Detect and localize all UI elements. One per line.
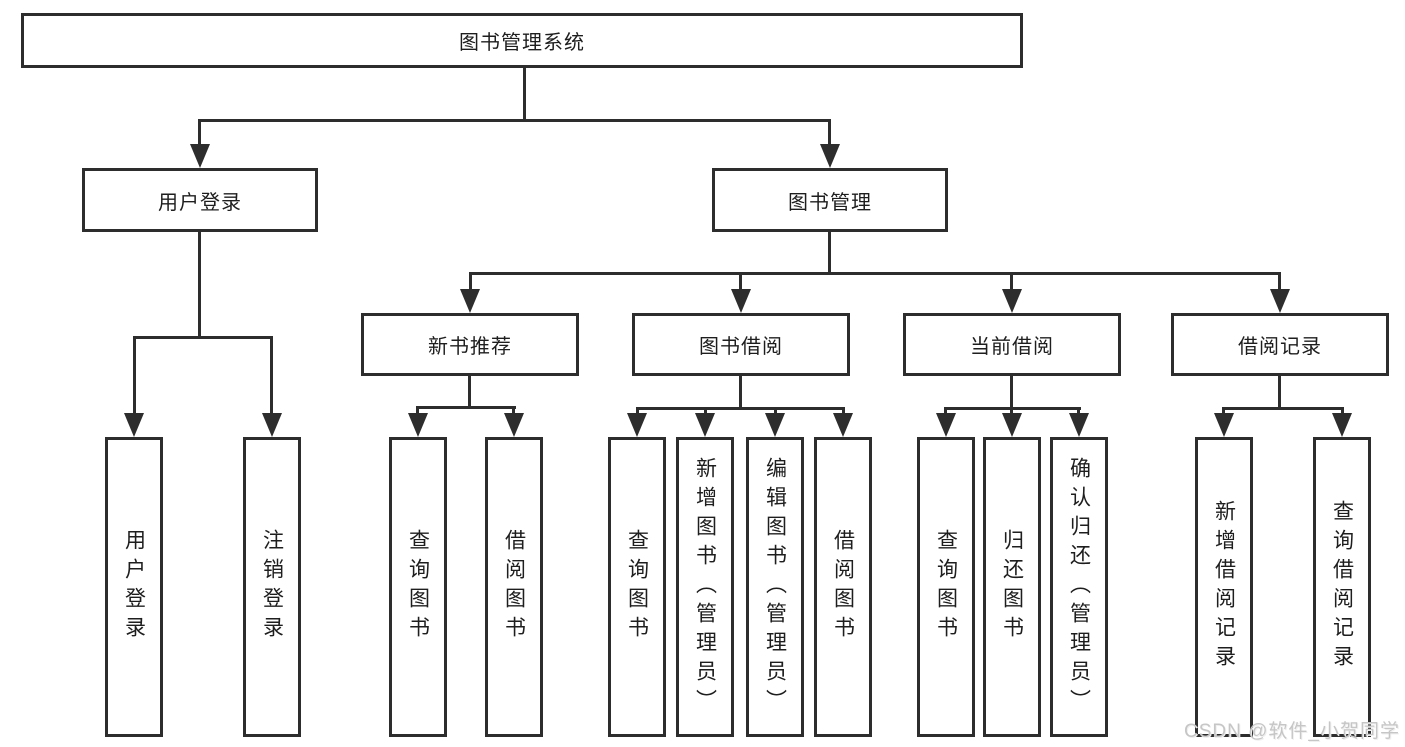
leaf-user-login: 用户登录: [105, 437, 163, 737]
connector: [1010, 407, 1013, 415]
node-label: 用户登录: [158, 191, 242, 214]
leaf-borrow-books: 借阅图书: [814, 437, 872, 737]
connector: [636, 407, 639, 415]
leaf-label: 归还图书: [1000, 529, 1024, 645]
leaf-label: 借阅图书: [502, 529, 526, 645]
leaf-label: 查询借阅记录: [1330, 500, 1354, 674]
connector: [416, 406, 516, 409]
arrow-down-icon: [765, 413, 785, 437]
node-user-login: 用户登录: [82, 168, 318, 232]
arrow-down-icon: [936, 413, 956, 437]
connector: [828, 119, 831, 146]
connector: [416, 406, 419, 415]
arrow-down-icon: [1214, 413, 1234, 437]
arrow-down-icon: [1332, 413, 1352, 437]
node-label: 借阅记录: [1238, 336, 1322, 358]
leaf-query-books-recommend: 查询图书: [389, 437, 447, 737]
arrow-down-icon: [408, 413, 428, 437]
connector: [468, 376, 471, 409]
leaf-label: 借阅图书: [831, 529, 855, 645]
connector: [469, 272, 1281, 275]
arrow-down-icon: [1002, 289, 1022, 313]
arrow-down-icon: [124, 413, 144, 437]
connector: [523, 68, 526, 119]
leaf-query-books-current: 查询图书: [917, 437, 975, 737]
connector: [198, 119, 201, 146]
node-borrow-records: 借阅记录: [1171, 313, 1389, 376]
connector: [1010, 376, 1013, 409]
connector: [774, 407, 777, 415]
connector: [512, 406, 515, 415]
connector: [270, 336, 273, 414]
leaf-logout-login: 注销登录: [243, 437, 301, 737]
connector: [944, 407, 947, 415]
connector: [198, 119, 831, 122]
arrow-down-icon: [1069, 413, 1089, 437]
leaf-confirm-return-admin: 确认归还（管理员）: [1050, 437, 1108, 737]
arrow-down-icon: [627, 413, 647, 437]
leaf-add-borrow-record: 新增借阅记录: [1195, 437, 1253, 737]
connector: [133, 336, 273, 339]
leaf-label: 注销登录: [260, 529, 284, 645]
connector: [739, 272, 742, 291]
leaf-query-books-borrow: 查询图书: [608, 437, 666, 737]
node-book-borrow: 图书借阅: [632, 313, 850, 376]
arrow-down-icon: [731, 289, 751, 313]
connector: [636, 407, 845, 410]
node-root-label: 图书管理系统: [459, 32, 585, 54]
connector: [1010, 272, 1013, 291]
connector: [1278, 376, 1281, 409]
leaf-label: 确认归还（管理员）: [1067, 456, 1091, 718]
leaf-label: 查询图书: [934, 529, 958, 645]
leaf-label: 新增图书（管理员）: [693, 456, 717, 718]
connector: [198, 232, 201, 336]
arrow-down-icon: [1270, 289, 1290, 313]
node-new-book-recommend: 新书推荐: [361, 313, 579, 376]
node-current-borrow: 当前借阅: [903, 313, 1121, 376]
connector: [1341, 407, 1344, 415]
csdn-watermark: CSDN @软件_小贺同学: [1184, 721, 1400, 742]
connector: [1222, 407, 1225, 415]
leaf-label: 查询图书: [406, 529, 430, 645]
connector: [1077, 407, 1080, 415]
connector: [828, 232, 831, 272]
connector: [842, 407, 845, 415]
node-label: 图书管理: [788, 191, 872, 214]
leaf-add-books-admin: 新增图书（管理员）: [676, 437, 734, 737]
connector: [469, 272, 472, 291]
node-label: 图书借阅: [699, 336, 783, 358]
connector: [133, 336, 136, 414]
leaf-label: 查询图书: [625, 529, 649, 645]
arrow-down-icon: [695, 413, 715, 437]
node-label: 当前借阅: [970, 336, 1054, 358]
node-label: 新书推荐: [428, 336, 512, 358]
node-root: 图书管理系统: [21, 13, 1023, 68]
arrow-down-icon: [262, 413, 282, 437]
leaf-label: 用户登录: [122, 529, 146, 645]
node-book-management: 图书管理: [712, 168, 948, 232]
arrow-down-icon: [1002, 413, 1022, 437]
leaf-edit-books-admin: 编辑图书（管理员）: [746, 437, 804, 737]
leaf-label: 新增借阅记录: [1212, 500, 1236, 674]
connector: [739, 376, 742, 409]
connector: [1222, 407, 1344, 410]
arrow-down-icon: [190, 144, 210, 168]
leaf-query-borrow-record: 查询借阅记录: [1313, 437, 1371, 737]
arrow-down-icon: [820, 144, 840, 168]
arrow-down-icon: [504, 413, 524, 437]
connector: [704, 407, 707, 415]
leaf-label: 编辑图书（管理员）: [763, 456, 787, 718]
arrow-down-icon: [460, 289, 480, 313]
connector: [1278, 272, 1281, 291]
arrow-down-icon: [833, 413, 853, 437]
leaf-borrow-books-recommend: 借阅图书: [485, 437, 543, 737]
leaf-return-books: 归还图书: [983, 437, 1041, 737]
